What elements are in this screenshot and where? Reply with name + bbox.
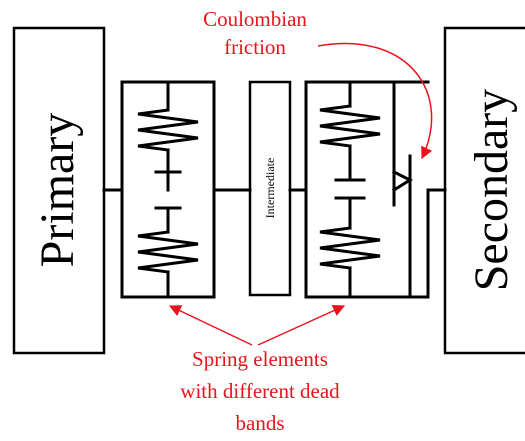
spring-arrow-left bbox=[168, 305, 253, 346]
spring-upper-right bbox=[319, 80, 381, 182]
intermediate-label: Intermediate bbox=[263, 158, 277, 219]
spring-upper-left bbox=[137, 80, 199, 192]
coulomb-friction-element bbox=[391, 80, 430, 299]
spring-arrow-right bbox=[257, 304, 346, 346]
springs-annotation-line2: with different dead bbox=[180, 379, 340, 403]
friction-annotation-line2: friction bbox=[224, 35, 286, 59]
secondary-box bbox=[443, 26, 525, 355]
primary-block: Primary bbox=[12, 26, 106, 355]
primary-label: Primary bbox=[31, 113, 84, 268]
primary-bottom-rail bbox=[120, 188, 214, 299]
right-spring-stage bbox=[288, 80, 447, 299]
spring-lower-right bbox=[319, 196, 381, 299]
primary-top-rail bbox=[102, 80, 214, 192]
springs-annotation: Spring elements with different dead band… bbox=[168, 304, 346, 435]
intermediate-block: Intermediate bbox=[248, 80, 292, 297]
left-spring-stage bbox=[102, 80, 252, 299]
intermediate-box bbox=[248, 80, 292, 297]
intermediate-left-top-rail bbox=[212, 80, 252, 192]
friction-annotation-line1: Coulombian bbox=[203, 7, 307, 31]
primary-box bbox=[12, 26, 106, 355]
friction-annotation: Coulombian friction bbox=[203, 7, 433, 160]
springs-annotation-line3: bands bbox=[236, 411, 285, 435]
springs-annotation-line1: Spring elements bbox=[192, 347, 328, 371]
intermediate-right-bottom-rail bbox=[304, 188, 430, 299]
intermediate-right-top-rail bbox=[288, 80, 430, 192]
friction-arrow bbox=[317, 42, 433, 160]
secondary-label: Secondary bbox=[465, 89, 518, 292]
friction-pad bbox=[391, 169, 414, 193]
spring-lower-left bbox=[137, 206, 199, 299]
secondary-block: Secondary bbox=[443, 26, 525, 355]
